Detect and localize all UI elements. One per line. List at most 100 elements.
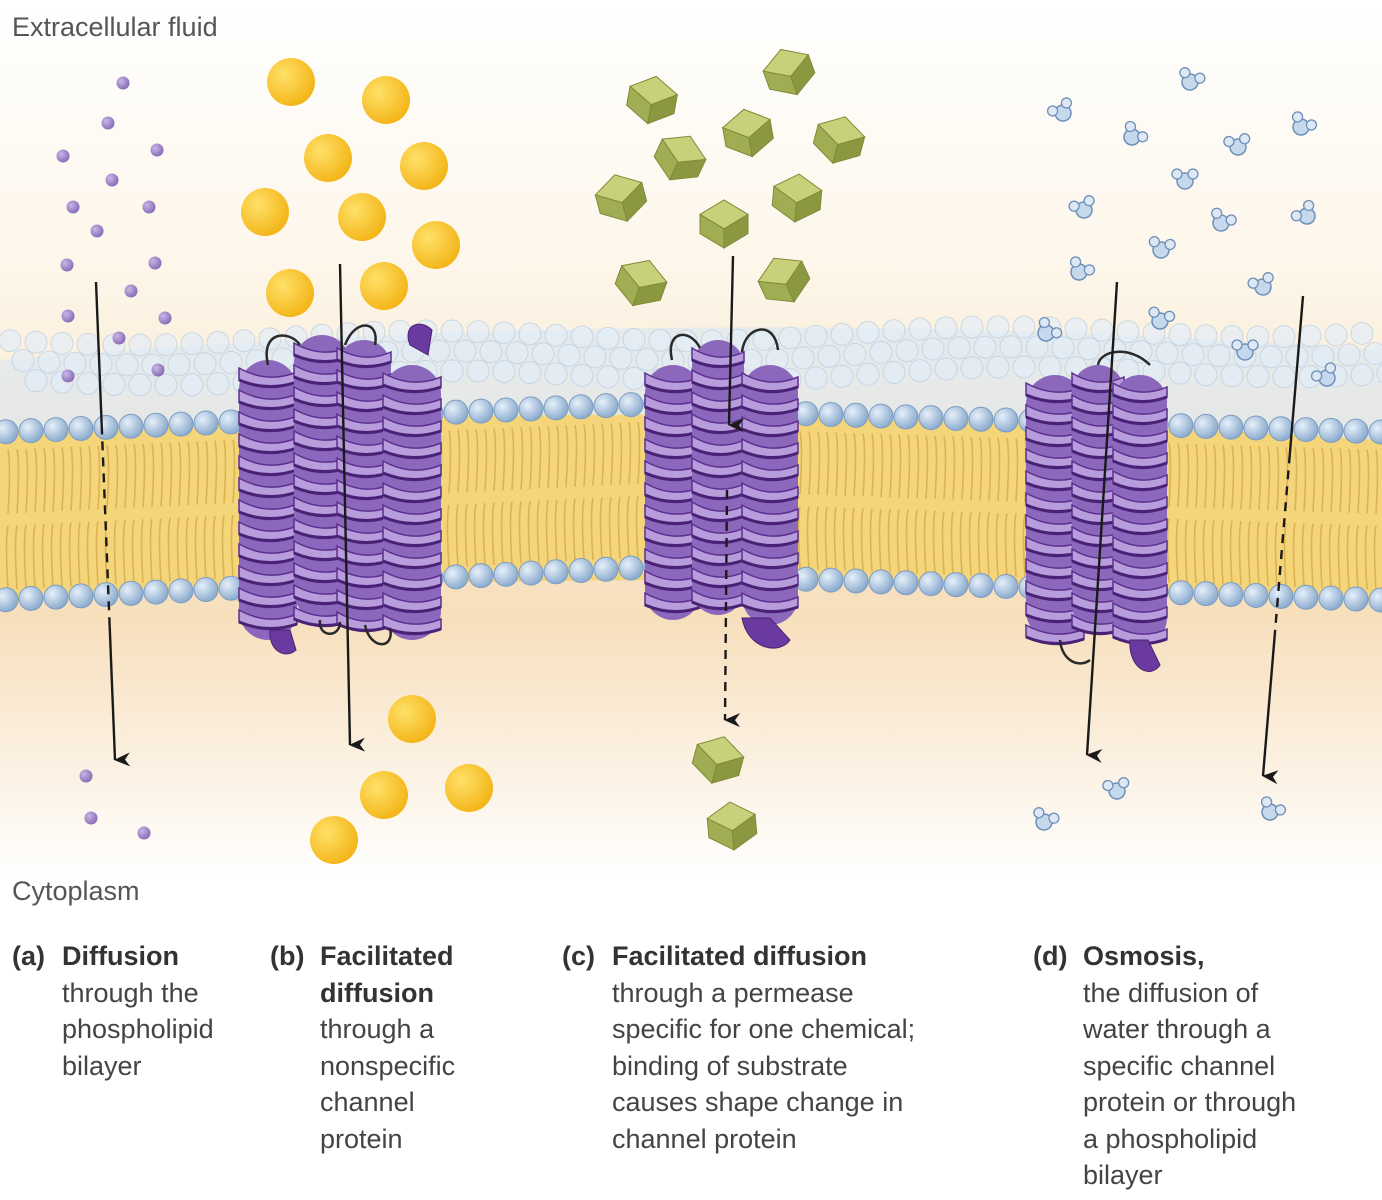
hydrogen-atom	[1194, 72, 1206, 84]
lipid-tail-lower	[608, 497, 612, 560]
back-lipid-head	[115, 353, 139, 377]
back-lipid-head	[882, 360, 906, 384]
lipid-tail-upper	[880, 433, 884, 498]
large-solute-particle	[412, 221, 460, 269]
hydrogen-atom	[1211, 207, 1223, 219]
outer-lipid-head	[193, 410, 219, 436]
lipid-tail-lower	[968, 511, 972, 576]
arrow-shaft-end	[108, 626, 131, 767]
lipid-tail-upper	[79, 446, 83, 511]
lipid-tail-upper	[520, 427, 524, 490]
lipid-tail-upper	[970, 436, 974, 501]
lipid-tail-lower	[545, 500, 549, 563]
back-lipid-head	[1012, 315, 1036, 339]
lipid-tail-upper	[88, 445, 92, 510]
back-lipid-head	[596, 326, 620, 350]
hydrogen-atom	[1179, 67, 1191, 79]
lipid-tail-lower	[140, 519, 144, 583]
small-solute-particle	[151, 363, 165, 377]
lipid-tail-lower	[941, 510, 945, 575]
outer-lipid-head	[868, 403, 894, 429]
lipid-tail-lower	[914, 510, 918, 574]
lipid-tail-lower	[1013, 513, 1017, 577]
helix-shadow	[1112, 613, 1168, 623]
lipid-tail-lower	[149, 518, 153, 583]
back-lipid-head	[1025, 335, 1049, 359]
helix-shadow	[691, 358, 745, 368]
large-solute-particle	[445, 764, 493, 812]
channel-b-helix-3	[336, 340, 392, 633]
substrate-cube	[721, 108, 774, 158]
back-lipid-head	[466, 320, 490, 344]
arrow-c-permease	[723, 255, 745, 728]
back-lipid-head	[934, 357, 958, 381]
lipid-tail-lower	[536, 500, 540, 563]
back-lipid-head	[830, 322, 854, 346]
back-lipid-head	[37, 350, 61, 374]
small-solute-particle	[79, 769, 93, 783]
lipid-tail-upper	[1294, 447, 1298, 512]
back-lipid-head	[1311, 344, 1335, 368]
large-solute-particle	[360, 262, 408, 310]
lipid-tail-lower	[887, 509, 891, 573]
back-lipid-head	[622, 328, 646, 352]
lipid-tail-lower	[878, 508, 882, 572]
channel-proteins	[238, 323, 1168, 672]
hydrogen-atom	[1148, 306, 1160, 318]
lipid-tail-upper	[205, 440, 209, 505]
back-lipid-head	[1155, 341, 1179, 365]
lipid-tail-upper	[943, 435, 947, 500]
lipid-tail-lower	[5, 525, 9, 590]
lipid-tail-upper	[601, 423, 605, 486]
outer-lipid-head	[1343, 418, 1369, 444]
back-lipid-head	[206, 330, 230, 354]
outer-lipid-head	[893, 404, 919, 430]
protein-loop	[669, 333, 702, 361]
helix-shadow	[691, 578, 745, 588]
lipid-tail-upper	[1213, 444, 1217, 509]
outer-lipid-head	[18, 418, 44, 444]
helix-shadow	[741, 603, 799, 613]
helix-shadow	[741, 427, 799, 437]
helix-shadow	[382, 471, 442, 481]
helix-shadow	[691, 380, 745, 390]
inner-lipid-head	[1193, 581, 1219, 607]
hydrogen-atom	[1291, 111, 1304, 123]
lipid-tail-lower	[1328, 524, 1332, 589]
lipid-tail-upper	[1249, 445, 1253, 510]
large-solute-particle	[310, 816, 358, 864]
caption-d-letter: (d)	[1033, 941, 1068, 971]
hydrogen-atom	[1247, 277, 1259, 289]
back-lipid-head	[1337, 343, 1361, 367]
helix-shadow	[741, 383, 799, 393]
hydrogen-atom	[1171, 168, 1183, 180]
helix-shadow	[238, 554, 298, 564]
hydrogen-atom	[1231, 339, 1243, 351]
lipid-tail-upper	[502, 427, 506, 491]
back-lipid-head	[960, 315, 984, 339]
water-molecule	[1068, 195, 1095, 219]
lipid-tail-upper	[835, 432, 839, 496]
arrow-shaft	[1085, 281, 1119, 763]
lipid-tail-lower	[59, 522, 63, 587]
hydrogen-atom	[1050, 327, 1063, 339]
water-molecule	[1033, 807, 1060, 831]
caption-d: (d)Osmosis, the diffusion of water throu…	[1033, 938, 1296, 1194]
lipid-tail-lower	[896, 509, 900, 573]
lipid-tail-upper	[124, 444, 128, 509]
inner-lipid-head	[43, 584, 69, 610]
lipid-tail-upper	[538, 426, 542, 489]
caption-c-title: Facilitated diffusion	[612, 941, 868, 971]
lipid-tail-lower	[995, 512, 999, 577]
lipid-tail-lower	[167, 517, 171, 582]
inner-lipid-head	[68, 583, 94, 609]
small-solute-particle	[61, 369, 75, 383]
lipid-tail-upper	[1276, 446, 1280, 511]
helix-shadow	[691, 512, 745, 522]
inner-lipid-head	[593, 556, 619, 582]
protein-loop	[740, 328, 780, 353]
helix-shadow	[691, 600, 745, 610]
helix-shadow	[1112, 547, 1168, 557]
helix-shadow	[1112, 393, 1168, 403]
lipid-tail-lower	[23, 524, 27, 589]
